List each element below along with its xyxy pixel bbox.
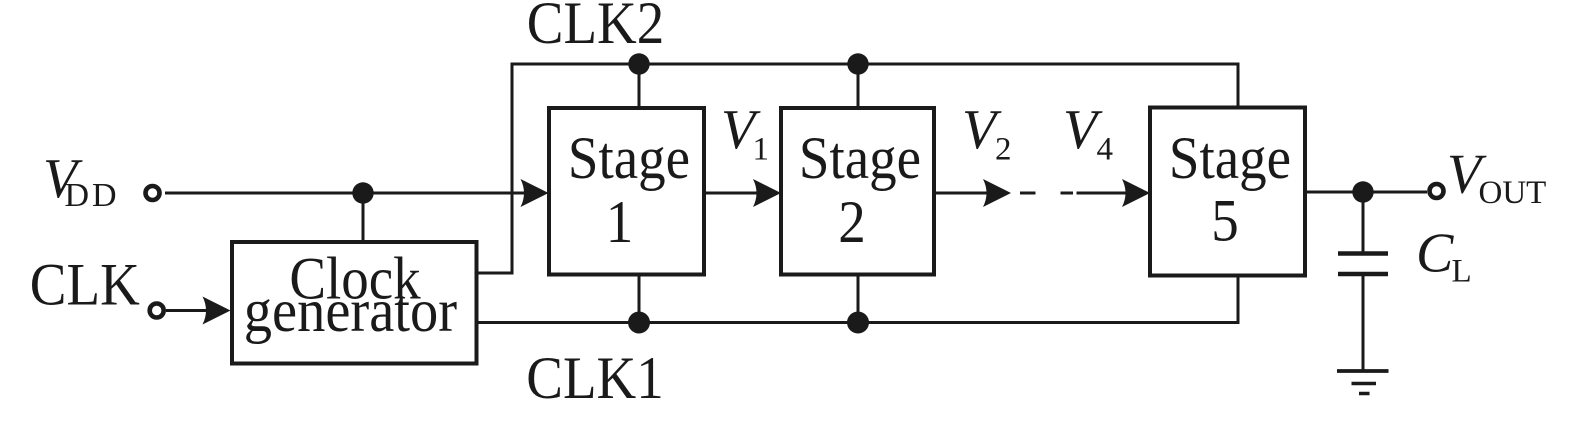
svg-text:V: V [721, 99, 761, 161]
svg-text:OUT: OUT [1479, 175, 1547, 211]
svg-text:5: 5 [1211, 188, 1239, 254]
svg-text:C: C [1416, 223, 1454, 285]
svg-text:V: V [1447, 144, 1487, 206]
svg-text:DD: DD [65, 177, 120, 214]
svg-text:2: 2 [838, 190, 866, 256]
svg-text:Stage: Stage [1169, 126, 1291, 192]
svg-text:CLK2: CLK2 [527, 0, 664, 57]
svg-text:Clock: Clock [289, 246, 421, 312]
svg-text:CLK1: CLK1 [526, 346, 663, 412]
svg-text:generator: generator [244, 276, 458, 345]
svg-text:V: V [1063, 99, 1103, 161]
svg-text:Stage: Stage [568, 126, 690, 192]
svg-text:V: V [962, 99, 1002, 161]
svg-text:L: L [1452, 254, 1472, 290]
svg-text:CLK: CLK [30, 252, 140, 318]
svg-text:1: 1 [606, 190, 634, 256]
svg-text:V: V [43, 148, 83, 210]
svg-text:4: 4 [1097, 132, 1114, 168]
svg-text:Stage: Stage [799, 126, 921, 192]
svg-text:1: 1 [753, 132, 770, 168]
svg-text:2: 2 [995, 132, 1012, 168]
